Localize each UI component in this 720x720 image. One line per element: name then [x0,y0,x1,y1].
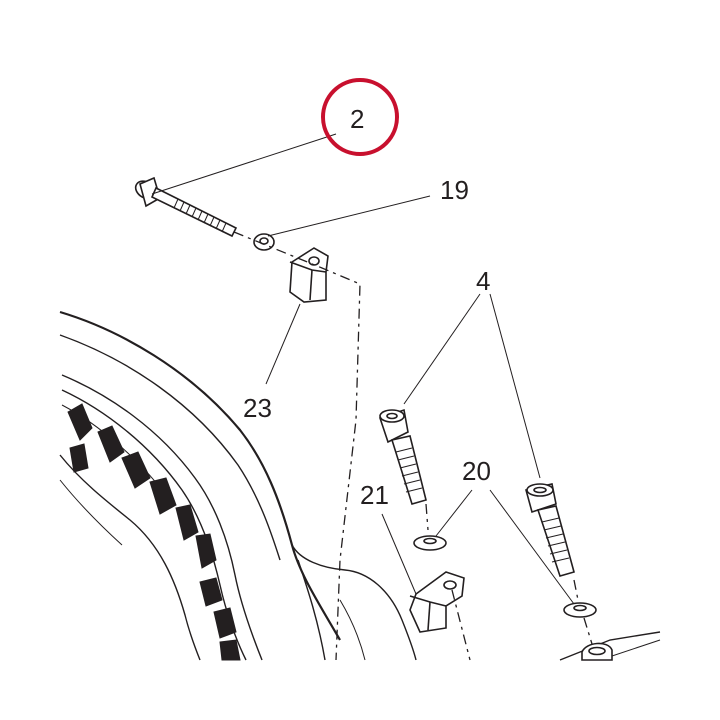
assembly-axis-lines [233,231,593,661]
callout-23: 23 [243,393,272,423]
callout-19: 19 [440,175,469,205]
bolt-a-part [378,408,427,505]
bracket-lower-part [409,571,465,633]
bolt-long-part [134,176,238,238]
washer-a-part [413,535,447,551]
bracket-upper-part [289,247,329,303]
callout-20: 20 [462,456,491,486]
callout-21: 21 [360,480,389,510]
callout-2: 2 [350,104,364,134]
lower-boss-part [581,642,613,661]
leader-lines [151,133,575,605]
callout-4: 4 [476,266,490,296]
bolt-b-part [525,483,575,577]
highlight-circle [321,78,399,156]
washer-b-part [563,602,597,618]
